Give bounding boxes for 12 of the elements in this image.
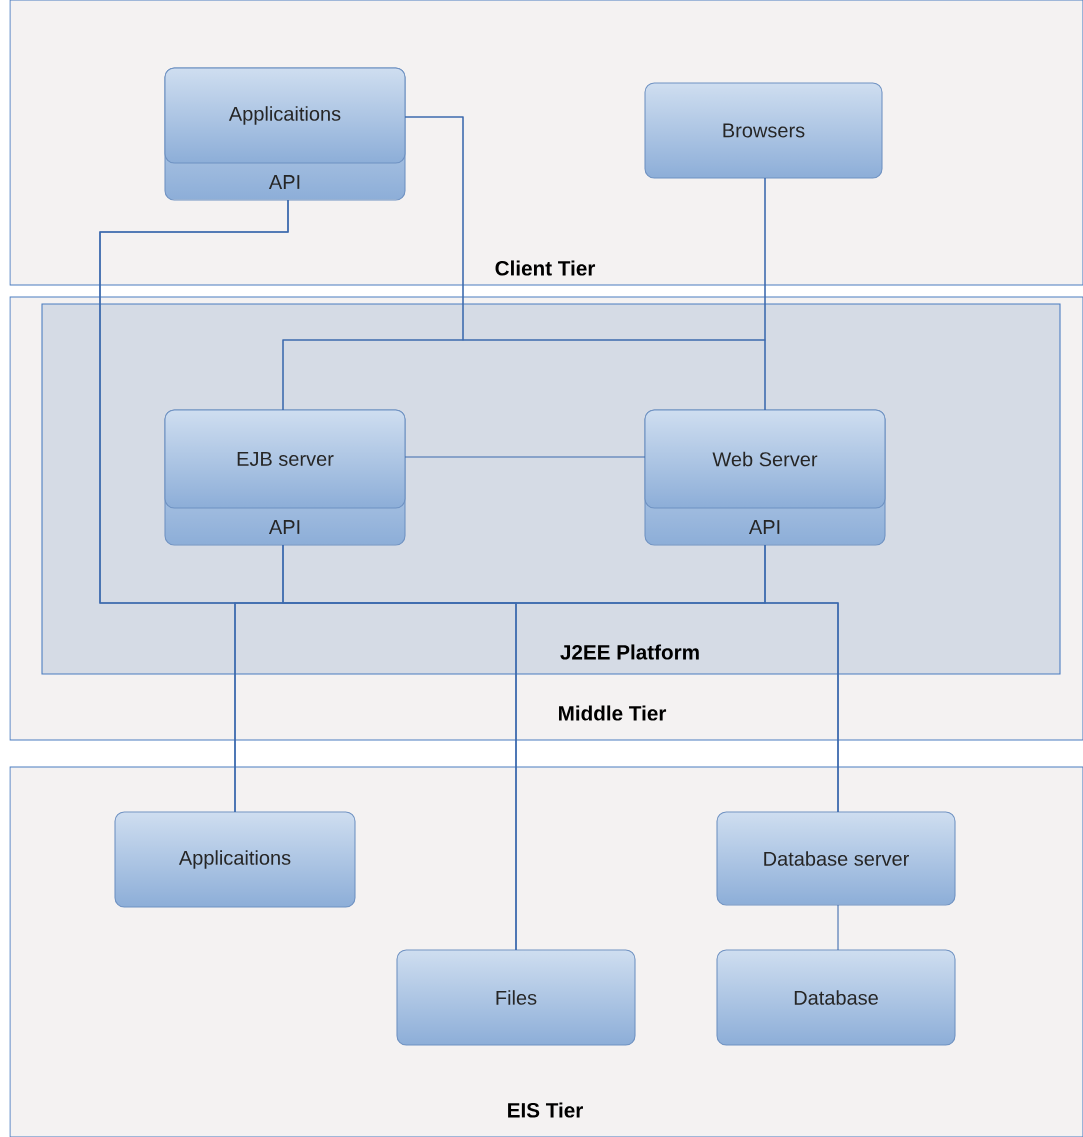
server-box: Applicaitions API <box>164 67 406 201</box>
server-box: EJB server API <box>164 409 406 546</box>
component-box: Applicaitions <box>114 811 356 908</box>
connector-line <box>764 544 839 813</box>
component-box: Browsers <box>644 82 883 179</box>
component-box: Files <box>396 949 636 1046</box>
connector-line <box>837 904 839 951</box>
component-box: Database server <box>716 811 956 906</box>
connector-line <box>282 177 766 411</box>
connector-line <box>404 456 646 458</box>
server-box: Web Server API <box>644 409 886 546</box>
component-box: Database <box>716 949 956 1046</box>
